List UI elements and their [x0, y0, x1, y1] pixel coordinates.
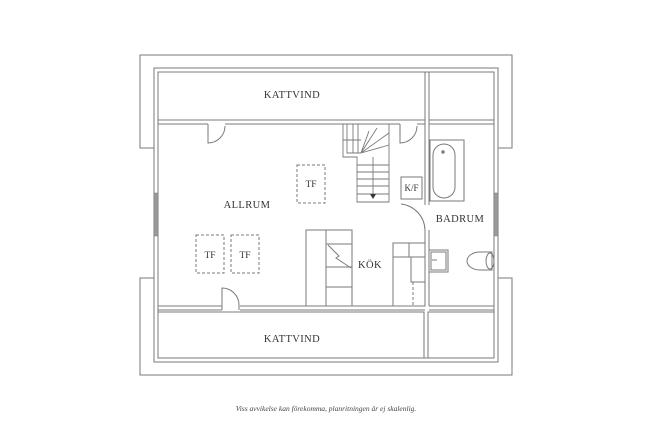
- label-tf-2: TF: [204, 251, 215, 261]
- staircase: [342, 124, 390, 203]
- bathtub-drain: [441, 150, 445, 154]
- bathtub-basin: [432, 143, 456, 199]
- label-kattvind-top: KATTVIND: [264, 90, 320, 101]
- sink-counter: [428, 249, 449, 273]
- kattvind-top-right-room: [428, 71, 495, 121]
- disclaimer-caption: Viss avvikelse kan förekomma, planritnin…: [235, 404, 417, 413]
- kattvind-bottom-room: [157, 311, 425, 359]
- label-kok: KÖK: [358, 259, 382, 271]
- label-tf-1: TF: [305, 180, 316, 190]
- sink-basin: [430, 251, 447, 271]
- tf-box-3: [230, 234, 260, 274]
- door-badrum: [400, 203, 426, 231]
- door-kattvind-top-left: [207, 124, 226, 144]
- kattvind-bottom-right-room: [427, 311, 495, 359]
- kitchen-cabinet-dividers: [326, 243, 352, 288]
- toilet: [466, 251, 493, 271]
- toilet-tank: [485, 252, 495, 270]
- label-badrum: BADRUM: [436, 214, 485, 225]
- outer-frame-bottom: [139, 277, 513, 376]
- outer-frame-top: [139, 54, 513, 149]
- tf-box-2: [195, 234, 225, 274]
- window-left: [153, 192, 159, 237]
- window-right: [493, 192, 499, 237]
- kf-cabinet: [400, 176, 423, 200]
- label-tf-3: TF: [239, 251, 250, 261]
- stair-direction-arrow: [370, 194, 376, 199]
- kitchen-counter-left: [305, 229, 327, 307]
- label-kf: K/F: [404, 183, 418, 193]
- tf-box-1: [296, 164, 326, 204]
- door-kattvind-top-right: [399, 124, 418, 144]
- door-kattvind-bottom: [221, 287, 240, 310]
- kattvind-top-room: [157, 71, 426, 121]
- wall-badrum-left: [424, 120, 430, 306]
- label-kattvind-bottom: KATTVIND: [264, 334, 320, 345]
- kitchen-counter-right-detail: [393, 243, 425, 283]
- label-allrum: ALLRUM: [224, 200, 271, 211]
- bathtub-frame: [429, 139, 465, 202]
- kitchen-stove: [325, 229, 353, 307]
- kitchen-break-line: [327, 244, 352, 269]
